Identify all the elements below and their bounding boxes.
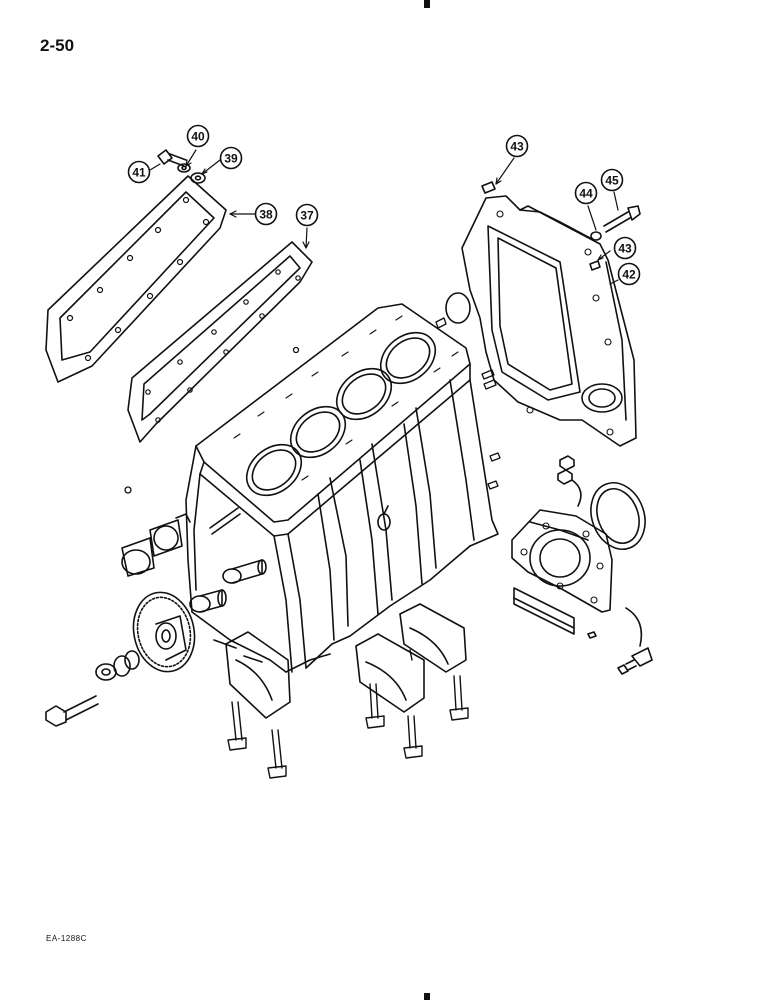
camshaft-gear: [132, 591, 196, 673]
seal-strip: [513, 587, 575, 635]
callout-43-upper-label: 43: [510, 140, 524, 154]
figure-code: EA-1288C: [46, 934, 87, 943]
housing-nut: [557, 455, 582, 507]
cap-screw-45: [603, 205, 641, 233]
rear-seal-ring: [590, 482, 646, 550]
cylinder-bores: [245, 331, 437, 497]
callout-37-label: 37: [300, 209, 314, 223]
bearing-cap-bolts: [227, 649, 469, 779]
dowel-pin-43-upper: [481, 181, 496, 194]
main-bearing-cap-center: [355, 633, 425, 713]
dowel-pin-43-lower: [589, 260, 601, 271]
callout-44: 44: [574, 181, 598, 205]
page-number: 2-50: [40, 36, 75, 55]
callout-43-lower: 43: [613, 236, 637, 260]
housing-bolt: [587, 607, 653, 675]
cylinder-block: [185, 303, 499, 673]
callout-38-label: 38: [259, 208, 273, 222]
callout-44-label: 44: [579, 187, 593, 201]
cover-plate: [45, 175, 227, 383]
washer-39: [190, 172, 206, 184]
callout-39: 39: [219, 146, 243, 170]
leader-lines: [149, 149, 619, 285]
front-plate: [445, 195, 637, 447]
callout-group: 37 38 39 40 41 42: [127, 124, 641, 286]
callout-42-label: 42: [622, 268, 636, 282]
callout-42: 42: [617, 262, 641, 286]
top-crop-mark: [424, 0, 430, 8]
callout-40: 40: [186, 124, 210, 148]
lock-washer-44: [590, 231, 602, 241]
bushing: [121, 513, 191, 577]
cover-gasket: [127, 241, 313, 443]
gear-bolt: [45, 695, 99, 727]
bottom-crop-mark: [424, 993, 430, 1000]
main-bearing-cap-front: [225, 631, 291, 719]
callout-45-label: 45: [605, 174, 619, 188]
lock-washer-40: [177, 163, 191, 173]
callout-38: 38: [254, 202, 278, 226]
rear-seal-housing: [511, 509, 613, 613]
thrust-washers: [95, 650, 140, 681]
callout-40-label: 40: [191, 130, 205, 144]
callout-45: 45: [600, 168, 624, 192]
callout-37: 37: [295, 203, 319, 227]
callout-41: 41: [127, 160, 151, 184]
callout-41-label: 41: [132, 166, 146, 180]
main-bearing-cap-rear: [399, 603, 467, 673]
callout-43-lower-label: 43: [618, 242, 632, 256]
dowel-pins: [124, 317, 501, 494]
callout-43-upper: 43: [505, 134, 529, 158]
callout-39-label: 39: [224, 152, 238, 166]
